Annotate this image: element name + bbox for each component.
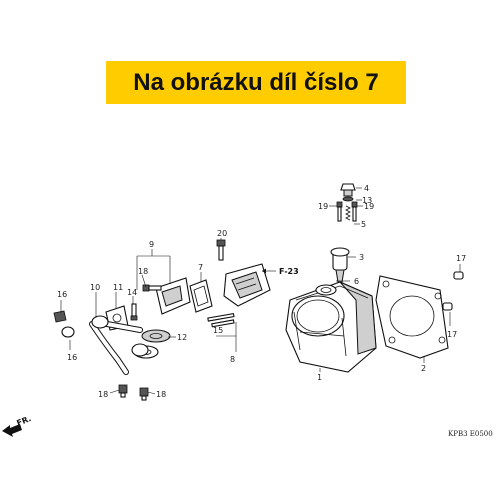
callout-2: 2: [421, 364, 426, 373]
bolt-right: [351, 201, 358, 222]
cap-16-upper: [53, 310, 67, 323]
tensioner-spring: [345, 205, 351, 221]
cylinder-block: [285, 281, 377, 373]
cap-16-lower: [61, 326, 75, 338]
bolt-18-lower-right: [139, 387, 149, 401]
air-injection-valve: [155, 277, 191, 315]
callout-11: 11: [113, 283, 123, 292]
callout-18-upper: 18: [138, 267, 148, 276]
bolt-14: [130, 303, 138, 321]
tensioner-lifter: [330, 247, 350, 283]
callout-20: 20: [217, 229, 227, 238]
callout-13: 13: [362, 196, 372, 205]
callout-17-lower: 17: [447, 330, 457, 339]
callout-18-lower-right: 18: [156, 390, 166, 399]
dowel-pin-lower: [442, 302, 453, 311]
bolt-18-lower-left: [118, 384, 128, 398]
callout-17-upper: 17: [456, 254, 466, 263]
callout-7: 7: [198, 263, 203, 272]
callout-10: 10: [90, 283, 100, 292]
callout-5: 5: [361, 220, 366, 229]
dowel-pin-upper: [453, 271, 464, 280]
front-arrow-icon: [2, 424, 22, 437]
cylinder-gasket: [375, 275, 449, 359]
callout-6: 6: [354, 277, 359, 286]
leader-lines: [60, 187, 461, 395]
bolt-left: [336, 201, 343, 222]
callout-15: 15: [213, 326, 223, 335]
callout-3: 3: [359, 253, 364, 262]
bolt-18-upper: [142, 284, 162, 292]
callout-19-left: 19: [318, 202, 328, 211]
air-injection-pipe: [89, 315, 149, 375]
stud-bolts: [207, 312, 235, 328]
callout-16-lower: 16: [67, 353, 77, 362]
front-marker-label: FR.: [15, 414, 32, 428]
bolt-20: [216, 239, 226, 261]
reference-f23: F-23: [279, 267, 299, 276]
reference-arrowhead: [262, 268, 266, 274]
callout-12: 12: [177, 333, 187, 342]
callout-4: 4: [364, 184, 369, 193]
diagram-code: KPB3 E0500: [448, 430, 493, 438]
reed-gasket: [189, 279, 213, 313]
tensioner-gasket: [315, 284, 337, 296]
gasket-12-upper: [141, 329, 171, 343]
banner-title: Na obrázku díl číslo 7: [133, 68, 379, 96]
sealing-bolt: [340, 183, 356, 197]
reed-valve-assembly: [223, 263, 271, 307]
callout-16-upper: 16: [57, 290, 67, 299]
callout-14: 14: [127, 288, 137, 297]
part-number-banner: Na obrázku díl číslo 7: [106, 61, 406, 104]
callout-1: 1: [317, 373, 322, 382]
washer: [342, 196, 354, 202]
callout-19-right: 19: [364, 202, 374, 211]
callout-8: 8: [230, 355, 235, 364]
callout-9: 9: [149, 240, 154, 249]
callout-18-lower-left: 18: [98, 390, 108, 399]
